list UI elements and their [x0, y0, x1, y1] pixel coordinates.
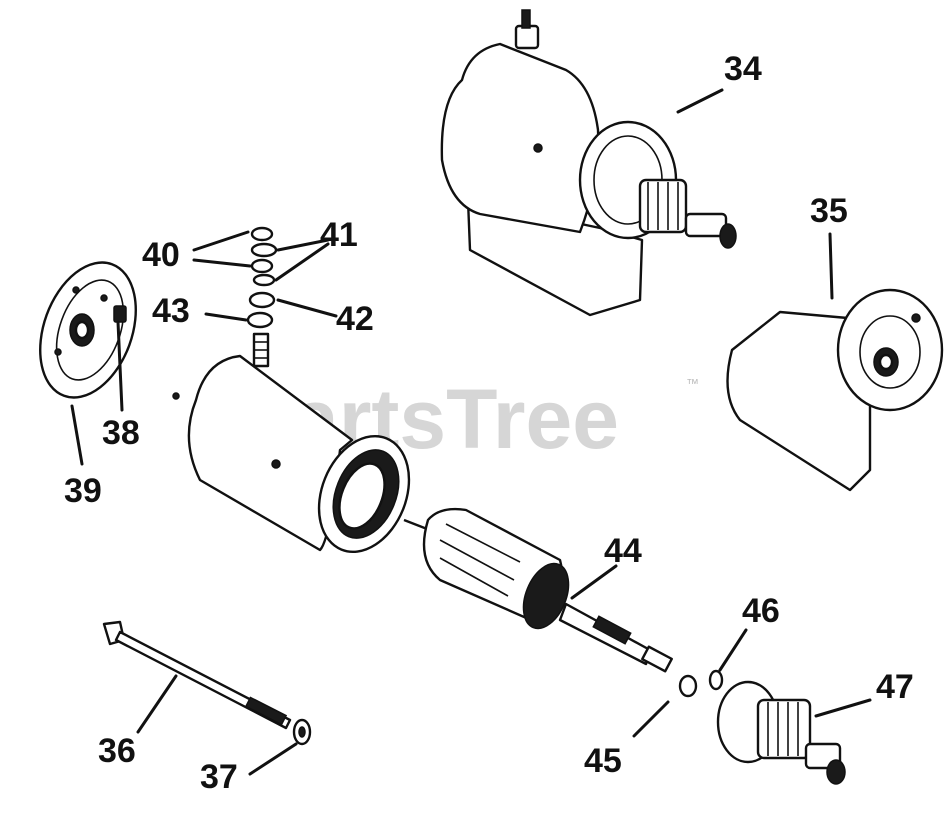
- leader-35: [828, 232, 834, 300]
- leader-46: [718, 628, 748, 672]
- leader-44: [570, 564, 618, 600]
- leader-34: [676, 88, 724, 114]
- callout-35: 35: [810, 192, 848, 230]
- leader-39: [70, 404, 84, 466]
- part-34-starter-motor[interactable]: [440, 9, 737, 317]
- part-36-through-bolt[interactable]: [102, 620, 292, 730]
- part-40-nut[interactable]: [250, 226, 274, 274]
- callout-43: 43: [152, 292, 190, 330]
- part-44-armature[interactable]: [403, 507, 673, 673]
- leader-42: [276, 298, 338, 318]
- callout-34: 34: [724, 50, 762, 88]
- part-39-end-plate[interactable]: [23, 249, 154, 411]
- part-38-brush[interactable]: [113, 305, 127, 323]
- leader-41b: [274, 242, 330, 282]
- callout-41: 41: [320, 216, 358, 254]
- leader-40b: [192, 258, 252, 268]
- leader-41a: [276, 238, 330, 252]
- part-45-thrust-washer[interactable]: [678, 674, 698, 698]
- part-41-washer[interactable]: [250, 242, 278, 287]
- part-46-spacer[interactable]: [708, 669, 724, 691]
- callout-45: 45: [584, 742, 622, 780]
- leader-37: [248, 742, 298, 776]
- callout-42: 42: [336, 300, 374, 338]
- leader-47: [814, 698, 872, 718]
- field-frame-housing[interactable]: [172, 332, 425, 565]
- leader-38: [116, 320, 124, 412]
- watermark-trademark: ™: [686, 376, 699, 391]
- callout-44: 44: [604, 532, 642, 570]
- part-35-drive-end-housing[interactable]: [726, 288, 944, 492]
- part-43-insulator[interactable]: [246, 311, 274, 329]
- leader-43: [204, 312, 248, 322]
- callout-36: 36: [98, 732, 136, 770]
- callout-40: 40: [142, 236, 180, 274]
- callout-47: 47: [876, 668, 914, 706]
- leader-45: [632, 700, 670, 738]
- callout-46: 46: [742, 592, 780, 630]
- part-47-drive-pinion[interactable]: [716, 680, 846, 785]
- leader-36: [136, 674, 178, 734]
- callout-39: 39: [64, 472, 102, 510]
- part-42-insulating-washer[interactable]: [248, 291, 276, 309]
- part-37-lock-washer[interactable]: [292, 718, 312, 746]
- callout-37: 37: [200, 758, 238, 796]
- leader-40a: [192, 230, 250, 252]
- callout-38: 38: [102, 414, 140, 452]
